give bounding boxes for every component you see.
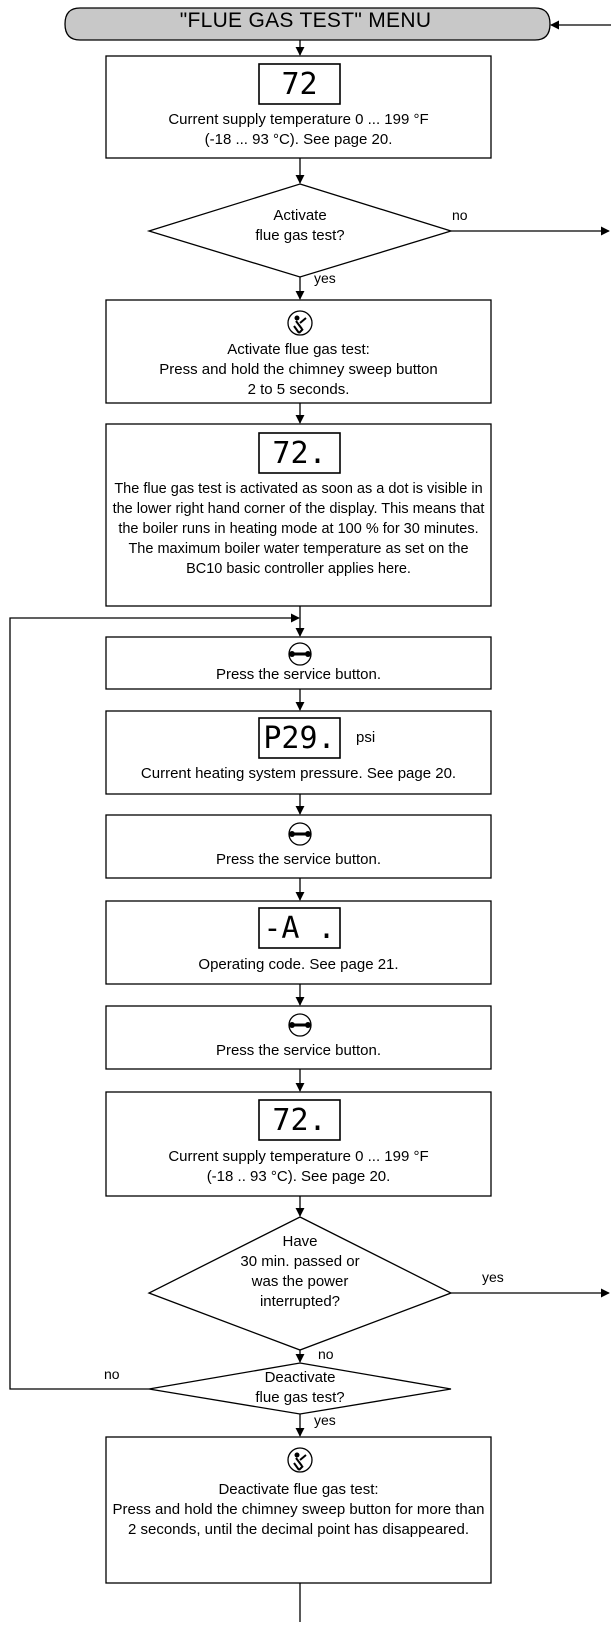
wrench-icon — [288, 642, 312, 666]
branch-label-yes: yes — [482, 1269, 504, 1285]
pressure-unit: psi — [356, 729, 376, 746]
step-activated-info-text: The flue gas test is activated as soon a… — [112, 481, 485, 577]
menu-header-shape — [64, 7, 551, 41]
step-pressure-text: Current heating system pressure. See pag… — [140, 765, 457, 782]
display-readout: 72 — [281, 67, 318, 102]
step-supply-temp-text: Current supply temperature 0 ... 199 °F … — [168, 111, 429, 148]
branch-label-no: no — [452, 207, 468, 223]
display-frame-s1 — [258, 63, 341, 105]
step-service-text: Press the service button. — [215, 666, 382, 683]
branch-label-yes: yes — [314, 1412, 336, 1428]
display-readout: -A . — [263, 911, 336, 946]
step-operating-code-text: Operating code. See page 21. — [198, 956, 399, 973]
wrench-icon — [288, 822, 312, 846]
step-supply-temp-text: Current supply temperature 0 ... 199 °F … — [168, 1148, 429, 1185]
chimney-sweep-icon — [287, 310, 313, 336]
branch-label-yes: yes — [314, 270, 336, 286]
display-frame-s5 — [258, 717, 341, 759]
step-deactivate-text: Deactivate flue gas test: Press and hold… — [112, 1481, 485, 1538]
wrench-icon — [288, 1013, 312, 1037]
branch-label-no: no — [104, 1366, 120, 1382]
display-frame-s9 — [258, 1099, 341, 1141]
step-activate-text: Activate flue gas test: Press and hold t… — [159, 341, 438, 398]
step-service-text: Press the service button. — [215, 851, 382, 868]
connectors — [9, 20, 611, 1622]
display-readout: 72. — [272, 1103, 327, 1138]
decision-deactivate-text: Deactivate flue gas test? — [255, 1369, 345, 1406]
step-service-text: Press the service button. — [215, 1042, 382, 1059]
display-frame-s3 — [258, 432, 341, 474]
branch-label-no: no — [318, 1346, 334, 1362]
chimney-sweep-icon — [287, 1447, 313, 1473]
menu-title: "FLUE GAS TEST" MENU — [179, 9, 432, 32]
decision-activate-text: Activate flue gas test? — [255, 207, 345, 244]
display-readout: 72. — [272, 436, 327, 471]
decision-30min-text: Have 30 min. passed or was the power int… — [240, 1233, 360, 1310]
display-readout: P29. — [263, 721, 336, 756]
display-frame-s7 — [258, 907, 341, 949]
